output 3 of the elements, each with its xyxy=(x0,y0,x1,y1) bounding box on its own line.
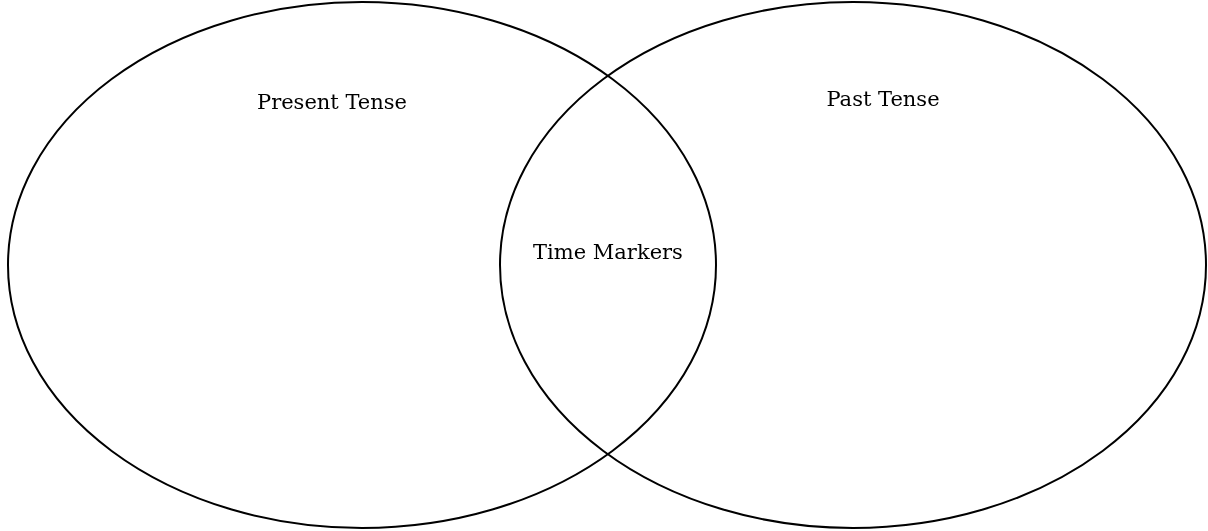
set-title: Past Tense xyxy=(826,87,940,111)
overlap-label: Time Markers xyxy=(533,240,683,264)
set-title: Present Tense xyxy=(257,90,407,114)
